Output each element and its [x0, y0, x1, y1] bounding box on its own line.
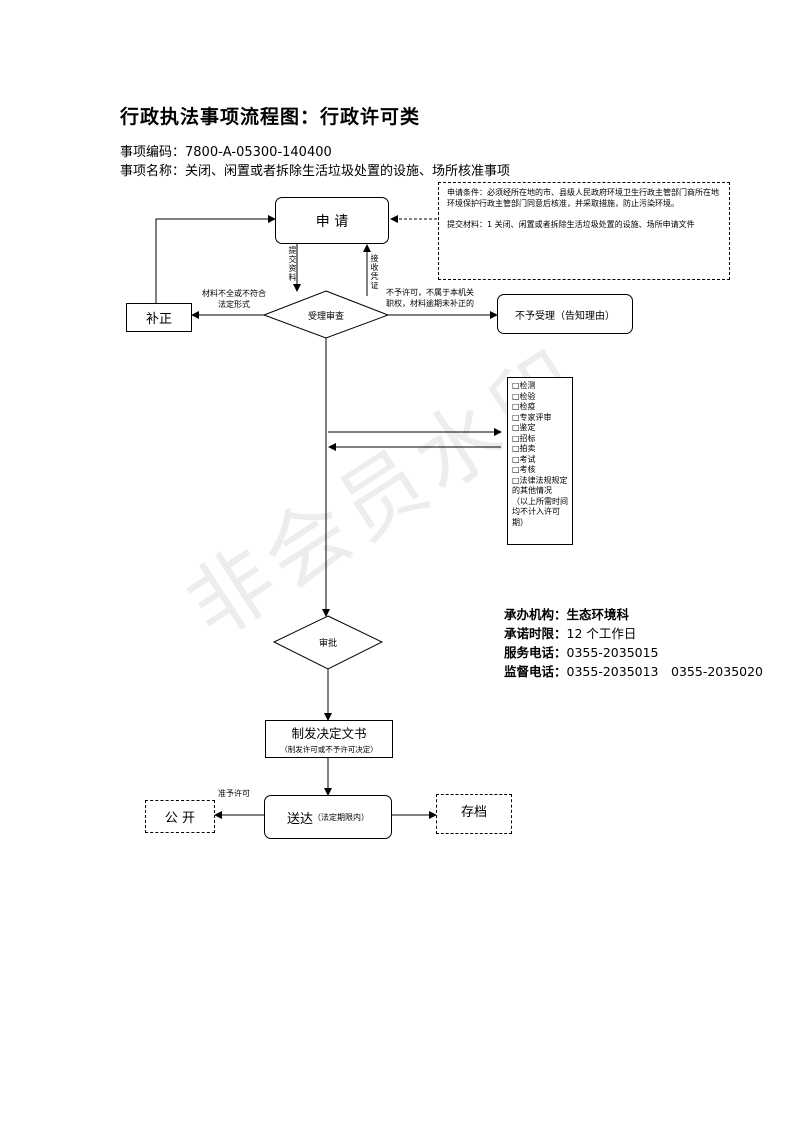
deliver-main: 送达 — [286, 811, 313, 827]
decision-node: 制发决定文书 （制发许可或不予许可决定） — [265, 720, 393, 758]
not-accepted-label: 不予许可，不属于本机关 职权，材料逾期未补正的 — [386, 287, 498, 309]
item-code-label: 事项编码： — [120, 145, 186, 160]
not-accepted-line2: 职权，材料逾期未补正的 — [386, 299, 474, 308]
item-code-value: 7800-A-05300-140400 — [185, 145, 332, 160]
checklist-item: □考核 — [512, 465, 536, 474]
checklist-item: □考试 — [512, 454, 536, 464]
incomplete-label-line1: 材料不全或不符合 — [202, 289, 266, 298]
archive-node: 存档 — [436, 794, 512, 834]
apply-node: 申 请 — [275, 197, 389, 244]
agency-label: 承办机构： — [504, 607, 567, 622]
publish-node: 公 开 — [145, 800, 215, 833]
materials-text: 提交材料：1 关闭、闲置或者拆除生活垃圾处置的设施、场所申请文件 — [447, 220, 695, 229]
submit-label: 提交资料 — [288, 246, 297, 282]
decision-main: 制发决定文书 — [291, 726, 367, 741]
incomplete-label: 材料不全或不符合 法定形式 — [194, 288, 274, 310]
receipt-label: 接收凭证 — [370, 254, 379, 290]
grant-label: 准予许可 — [218, 789, 250, 798]
item-code-line: 事项编码：7800-A-05300-140400 — [120, 141, 332, 160]
deadline-value: 12 个工作日 — [566, 626, 637, 641]
service-phone: 0355-2035015 — [566, 645, 659, 660]
conditions-text: 申请条件：必须经所在地的市、县级人民政府环境卫生行政主管部门商所在地环境保护行政… — [447, 188, 719, 208]
deliver-node: 送达（法定期限内） — [264, 795, 392, 839]
checklist-item: □检测 — [512, 381, 536, 390]
checklist-item: □检验 — [512, 391, 536, 401]
supplement-node: 补正 — [126, 303, 192, 332]
review-label: 受理审查 — [307, 311, 344, 322]
checklist-item: □招标 — [512, 433, 536, 443]
page-title: 行政执法事项流程图：行政许可类 — [120, 106, 421, 128]
item-name-value: 关闭、闲置或者拆除生活垃圾处置的设施、场所核准事项 — [185, 164, 511, 179]
decision-sub: （制发许可或不予许可决定） — [280, 745, 378, 754]
supplement-return — [155, 215, 276, 303]
item-name-label: 事项名称： — [120, 164, 186, 179]
not-accepted-line1: 不予许可，不属于本机关 — [386, 288, 474, 297]
checklist-box: □检测 □检验 □检疫 □专家评审 □鉴定 □招标 □拍卖 □考试 □考核 □法… — [507, 377, 573, 545]
conditions-box: 申请条件：必须经所在地的市、县级人民政府环境卫生行政主管部门商所在地环境保护行政… — [438, 182, 730, 280]
checklist-item: □拍卖 — [512, 444, 536, 453]
deliver-sub: （法定期限内） — [313, 812, 369, 822]
supervise-phone-line: 监督电话：0355-2035013 0355-2035020 — [504, 661, 763, 680]
item-name-line: 事项名称：关闭、闲置或者拆除生活垃圾处置的设施、场所核准事项 — [120, 160, 510, 179]
deadline-line: 承诺时限：12 个工作日 — [504, 623, 636, 642]
supervise-phones: 0355-2035013 0355-2035020 — [566, 664, 764, 679]
service-phone-line: 服务电话：0355-2035015 — [504, 642, 659, 661]
agency-line: 承办机构：生态环境科 — [504, 604, 629, 623]
service-label: 服务电话： — [504, 645, 567, 660]
checklist-item: □法律法规规定的其他情况 — [512, 475, 568, 496]
incomplete-label-line2: 法定形式 — [218, 300, 250, 309]
supervise-label: 监督电话： — [504, 664, 567, 679]
checklist-item: □专家评审 — [512, 412, 552, 422]
deadline-label: 承诺时限： — [504, 626, 567, 641]
checklist-item: □检疫 — [512, 402, 536, 411]
checklist-item: □鉴定 — [512, 423, 536, 432]
approve-label: 审批 — [318, 638, 337, 649]
reject-node: 不予受理（告知理由） — [497, 294, 633, 334]
agency-value: 生态环境科 — [566, 607, 630, 622]
checklist-note: （以上所需时间均不计入许可期） — [512, 496, 568, 527]
